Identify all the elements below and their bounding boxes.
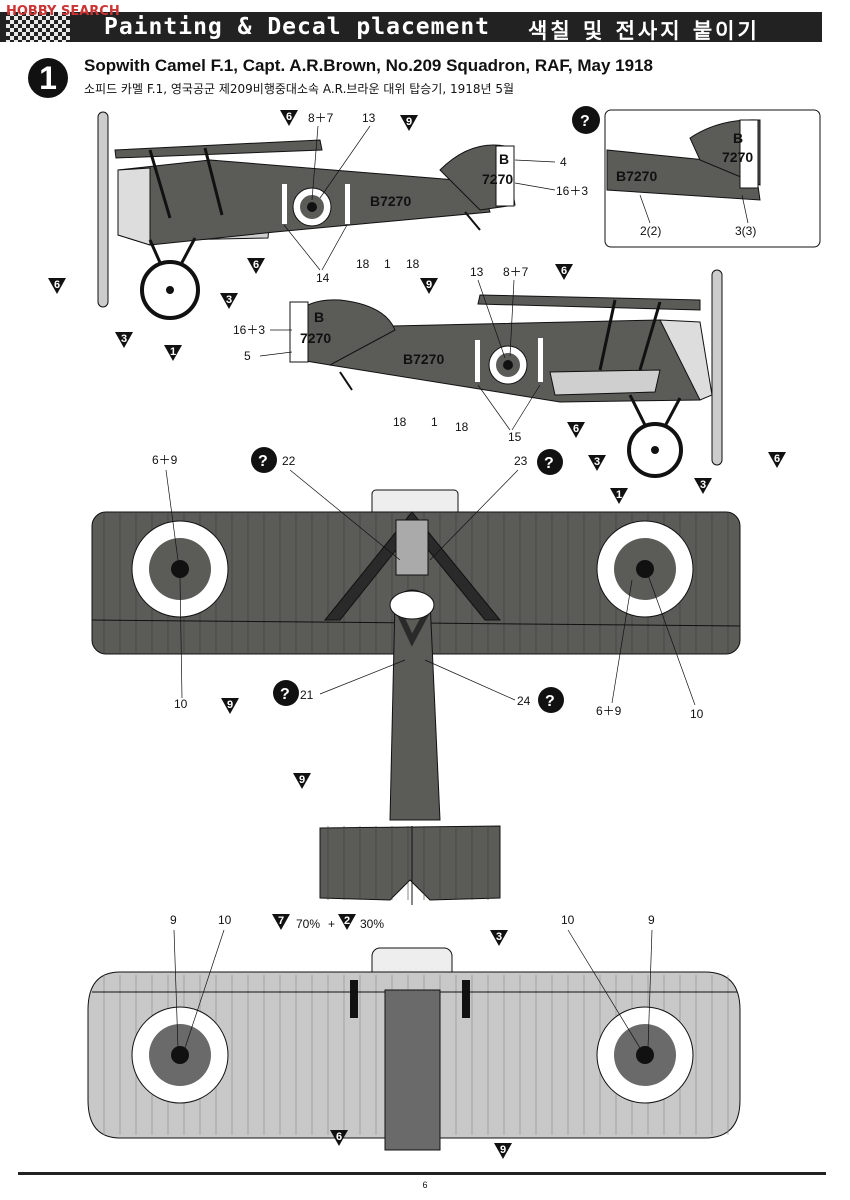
svg-text:3: 3: [594, 456, 600, 468]
svg-text:10: 10: [690, 707, 704, 721]
inset-label-a: 2(2): [640, 224, 661, 238]
side-view-left: B 7270 B7270: [97, 111, 516, 320]
fin2-code-letter: B: [314, 309, 324, 325]
bottom-color-markers: 3 6 9: [330, 930, 512, 1159]
title-english: Painting & Decal placement: [104, 14, 491, 40]
svg-text:1: 1: [431, 415, 438, 429]
mix-note: 7 70% + 2 30%: [272, 914, 384, 931]
svg-text:9: 9: [299, 774, 305, 786]
svg-text:?: ?: [258, 453, 268, 470]
svg-text:6: 6: [336, 1131, 342, 1143]
svg-text:16＋3: 16＋3: [556, 184, 588, 198]
top-callouts: 6＋9 22 23 10 21 24 6＋9 10 ? ? ? ?: [152, 447, 704, 721]
side1-color-markers: 6 9 6 6 3 3 1: [48, 110, 418, 361]
svg-text:21: 21: [300, 688, 314, 702]
svg-text:3: 3: [226, 294, 232, 306]
title-korean: 색칠 및 전사지 붙이기: [528, 19, 760, 43]
svg-text:7: 7: [278, 915, 284, 927]
svg-text:4: 4: [560, 155, 567, 169]
watermark-logo: HOBBY SEARCH: [6, 4, 120, 19]
question-mark-icon: [537, 449, 563, 475]
section-title-bar: Painting & Decal placement 색칠 및 전사지 붙이기: [0, 12, 822, 43]
svg-text:3: 3: [700, 479, 706, 491]
svg-text:30%: 30%: [360, 917, 384, 931]
inset-code-number: 7270: [722, 149, 753, 165]
svg-text:14: 14: [316, 271, 330, 285]
svg-text:6: 6: [54, 279, 60, 291]
svg-text:6: 6: [561, 265, 567, 277]
svg-text:+: +: [328, 917, 335, 931]
svg-text:70%: 70%: [296, 917, 320, 931]
svg-text:9: 9: [227, 699, 233, 711]
footer-rule: [18, 1172, 826, 1175]
svg-text:18: 18: [356, 257, 370, 271]
checkered-flag-decoration: [6, 12, 70, 42]
svg-text:?: ?: [580, 113, 590, 130]
fin-code-letter: B: [499, 151, 509, 167]
svg-text:6＋9: 6＋9: [596, 704, 622, 718]
svg-text:10: 10: [561, 913, 575, 927]
svg-text:6＋9: 6＋9: [152, 453, 178, 467]
svg-text:6: 6: [774, 453, 780, 465]
svg-text:9: 9: [426, 279, 432, 291]
svg-text:15: 15: [508, 430, 522, 444]
svg-text:18: 18: [455, 420, 469, 434]
svg-text:6: 6: [573, 423, 579, 435]
svg-text:9: 9: [500, 1144, 506, 1156]
svg-text:10: 10: [174, 697, 188, 711]
question-mark-icon: [538, 687, 564, 713]
side2-callouts: 13 8＋7 16＋3 5 18 1 18 15: [233, 265, 541, 444]
svg-text:9: 9: [170, 913, 177, 927]
inset-serial: B7270: [616, 168, 657, 184]
svg-text:10: 10: [218, 913, 232, 927]
svg-text:?: ?: [280, 686, 290, 703]
scheme-number-badge: 1: [28, 58, 68, 98]
svg-text:18: 18: [406, 257, 420, 271]
top-view: [91, 489, 741, 905]
svg-text:18: 18: [393, 415, 407, 429]
svg-text:1: 1: [170, 346, 176, 358]
tail-detail-inset: B 7270 B7270 2(2) 3(3) ?: [572, 106, 821, 248]
side1-callouts: 8＋7 13 4 16＋3 18 1 18 14: [283, 111, 588, 285]
scheme-title: Sopwith Camel F.1, Capt. A.R.Brown, No.2…: [84, 56, 653, 75]
svg-text:8＋7: 8＋7: [308, 111, 334, 125]
inset-code-letter: B: [733, 130, 743, 146]
fin-code-number: 7270: [482, 171, 513, 187]
svg-text:16＋3: 16＋3: [233, 323, 265, 337]
fuselage-serial-right: B7270: [403, 351, 444, 367]
svg-text:8＋7: 8＋7: [503, 265, 529, 279]
svg-text:24: 24: [517, 694, 531, 708]
page-number: 6: [422, 1180, 428, 1190]
svg-text:6: 6: [286, 111, 292, 123]
question-mark-icon: [572, 106, 600, 134]
svg-text:6: 6: [253, 259, 259, 271]
svg-text:23: 23: [514, 454, 528, 468]
svg-text:?: ?: [545, 693, 555, 710]
svg-text:22: 22: [282, 454, 296, 468]
fuselage-serial-left: B7270: [370, 193, 411, 209]
svg-text:1: 1: [616, 489, 622, 501]
side2-color-markers: 9 6 6 3 3 1 6: [420, 264, 786, 504]
question-mark-icon: [251, 447, 277, 473]
svg-text:9: 9: [648, 913, 655, 927]
side-view-right: B 7270 B7270: [289, 269, 723, 478]
fin2-code-number: 7270: [300, 330, 331, 346]
svg-text:13: 13: [362, 111, 376, 125]
svg-text:9: 9: [406, 116, 412, 128]
svg-text:?: ?: [544, 455, 554, 472]
inset-label-b: 3(3): [735, 224, 756, 238]
svg-text:5: 5: [244, 349, 251, 363]
svg-text:3: 3: [496, 931, 502, 943]
bottom-view: [87, 947, 741, 1151]
bottom-callouts: 9 10 10 9: [170, 913, 655, 1049]
top-color-markers: 9 9: [221, 698, 311, 789]
svg-text:1: 1: [384, 257, 391, 271]
svg-text:3: 3: [121, 333, 127, 345]
question-mark-icon: [273, 680, 299, 706]
scheme-subtitle: 소피드 카멜 F.1, 영국공군 제209비행중대소속 A.R.브라운 대위 탑…: [84, 82, 515, 96]
svg-text:13: 13: [470, 265, 484, 279]
svg-text:2: 2: [344, 915, 350, 927]
